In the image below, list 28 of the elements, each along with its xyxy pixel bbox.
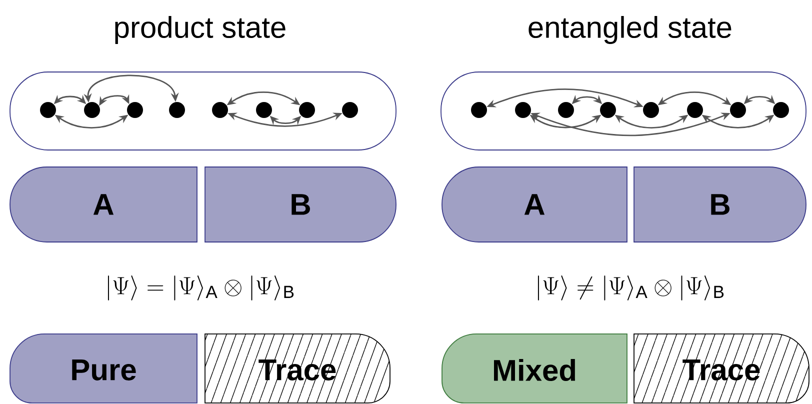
dot [730, 102, 746, 118]
panel-title: entangled state [528, 16, 732, 44]
panel-half: Pure [10, 334, 198, 404]
dot [212, 102, 228, 118]
dot [84, 102, 100, 118]
panel-half: A [442, 166, 628, 242]
dot [558, 102, 574, 118]
equation: $|\Psi\rangle = |\Psi\rangle_{\mathrm{A}} \otimes |\Psi\rangle_{\mathrm{B}}$ [108, 276, 294, 300]
dot [515, 102, 531, 118]
dot [127, 102, 143, 118]
panel-title: product state [115, 16, 286, 44]
panel-half: B [204, 166, 396, 242]
dot [643, 102, 659, 118]
panel-half: Mixed [442, 334, 628, 404]
panel-half: B [634, 166, 806, 242]
panel-half: A [10, 166, 198, 242]
dot [600, 102, 616, 118]
dot [169, 102, 185, 118]
dot [471, 102, 487, 118]
dot [299, 102, 315, 118]
dot [40, 102, 56, 118]
dot [687, 102, 703, 118]
dot [342, 102, 358, 118]
equation: $|\Psi\rangle \neq |\Psi\rangle_{\mathrm{A}} \otimes |\Psi\rangle_{\mathrm{B}}$ [538, 276, 724, 300]
dot-panel [440, 72, 806, 150]
dot [256, 102, 272, 118]
dot-panel [10, 72, 396, 150]
dot [773, 102, 789, 118]
